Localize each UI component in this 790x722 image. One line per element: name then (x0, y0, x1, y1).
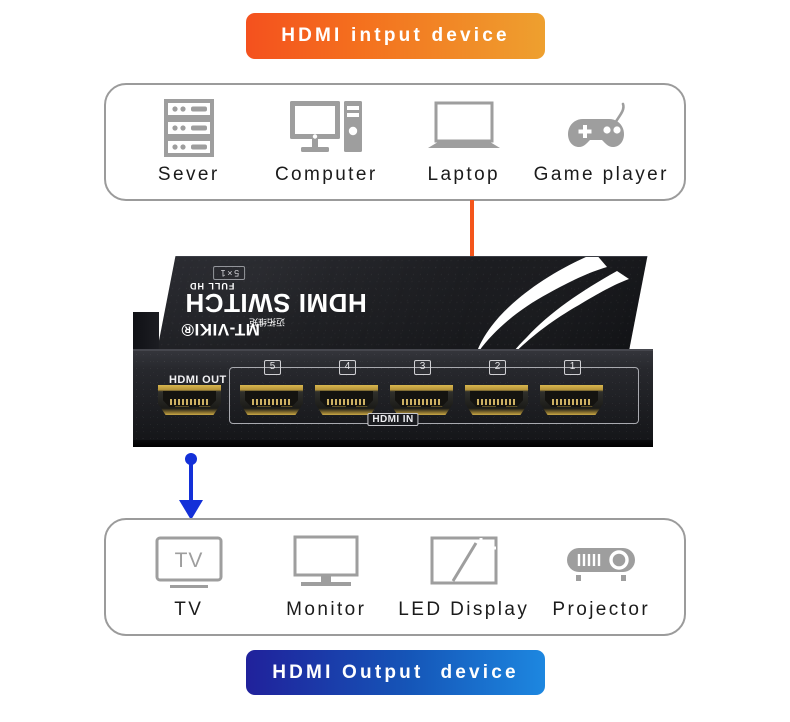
hdmi-in-port-4[interactable] (315, 385, 378, 415)
input-device-label: Sever (157, 164, 220, 185)
output-device-panel: TV TV Monitor (104, 518, 686, 636)
port-number-2: 2 (489, 360, 506, 375)
device-brand: MT-VIKI® (181, 320, 260, 339)
hdmi-in-group (229, 367, 639, 424)
device-texture (157, 257, 648, 351)
output-device-label: Projector (552, 599, 651, 620)
output-connection-arrow (179, 453, 203, 520)
projector-icon (561, 529, 641, 597)
svg-text:TV: TV (174, 549, 203, 572)
port-number-4: 4 (339, 360, 356, 375)
device-top-face: 5×1 HDMI SWITCH FULL HD MT-VIKI® 迈拓维矩 (157, 256, 648, 351)
input-device-laptop: Laptop (395, 85, 533, 199)
arrowhead-output (179, 500, 203, 520)
brand-swoosh-icon (475, 256, 629, 351)
input-device-computer: Computer (258, 85, 396, 199)
hdmi-in-port-5[interactable] (240, 385, 303, 415)
input-device-game-player: Game player (533, 85, 671, 199)
device-subtitle: FULL HD (189, 281, 235, 291)
hdmi-in-port-3[interactable] (390, 385, 453, 415)
hdmi-in-label: HDMI IN (367, 413, 419, 426)
hdmi-output-device-badge: HDMI Output device (246, 650, 545, 695)
desktop-computer-icon (288, 94, 364, 162)
device-model-badge: 5×1 (213, 266, 246, 280)
hdmi-out-label: HDMI OUT (169, 374, 227, 386)
led-display-icon (427, 529, 501, 597)
input-device-server: Sever (120, 85, 258, 199)
output-device-tv: TV TV (120, 520, 258, 634)
port-number-1: 1 (564, 360, 581, 375)
laptop-icon (425, 94, 503, 162)
device-brand-cn: 迈拓维矩 (249, 316, 286, 326)
hdmi-input-device-badge: HDMI intput device (246, 13, 545, 59)
output-device-label: TV (174, 599, 204, 620)
monitor-icon (287, 529, 365, 597)
input-device-label: Game player (533, 164, 669, 185)
hdmi-out-port[interactable] (158, 385, 221, 415)
hdmi-in-port-1[interactable] (540, 385, 603, 415)
output-device-label: Monitor (286, 599, 367, 620)
port-number-3: 3 (414, 360, 431, 375)
input-device-panel: Sever (104, 83, 686, 201)
port-number-5: 5 (264, 360, 281, 375)
device-front-panel: HDMI OUT 5 4 3 2 1 (133, 349, 653, 444)
input-device-label: Computer (274, 164, 378, 185)
hdmi-in-port-2[interactable] (465, 385, 528, 415)
output-device-projector: Projector (533, 520, 671, 634)
output-device-monitor: Monitor (258, 520, 396, 634)
output-device-led-display: LED Display (395, 520, 533, 634)
tv-icon: TV (151, 529, 227, 597)
hdmi-switch-device: 5×1 HDMI SWITCH FULL HD MT-VIKI® 迈拓维矩 HD… (133, 256, 653, 456)
device-base-edge (133, 440, 653, 447)
device-title: HDMI SWITCH (185, 288, 367, 318)
output-device-label: LED Display (398, 599, 530, 620)
game-controller-icon (561, 94, 641, 162)
input-device-label: Laptop (427, 164, 500, 185)
server-icon (161, 94, 217, 162)
